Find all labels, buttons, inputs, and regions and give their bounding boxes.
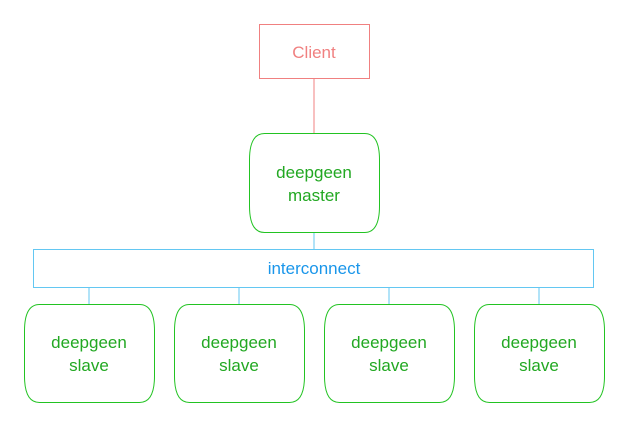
client-node: Client [259, 24, 370, 79]
master-label-line2: master [288, 186, 340, 205]
slave-shape [324, 304, 455, 403]
master-label-line1: deepgeen [276, 163, 352, 182]
slave-label-line1: deepgeen [351, 333, 427, 352]
slave-label-line2: slave [69, 356, 109, 375]
slave-node: deepgeen slave [474, 304, 605, 403]
client-label: Client [292, 43, 336, 62]
master-shape [249, 133, 380, 233]
slave-shape [474, 304, 605, 403]
client-box [259, 24, 370, 79]
slave-shape [174, 304, 305, 403]
slave-node: deepgeen slave [174, 304, 305, 403]
slave-label-line1: deepgeen [201, 333, 277, 352]
slave-label-line2: slave [219, 356, 259, 375]
slave-label-line1: deepgeen [501, 333, 577, 352]
interconnect-bar [33, 249, 594, 288]
interconnect-label: interconnect [268, 259, 361, 278]
interconnect-node: interconnect [33, 249, 594, 288]
slave-label-line1: deepgeen [51, 333, 127, 352]
slave-node: deepgeen slave [24, 304, 155, 403]
master-node: deepgeen master [249, 133, 380, 233]
slave-label-line2: slave [519, 356, 559, 375]
slave-label-line2: slave [369, 356, 409, 375]
slave-node: deepgeen slave [324, 304, 455, 403]
slave-shape [24, 304, 155, 403]
